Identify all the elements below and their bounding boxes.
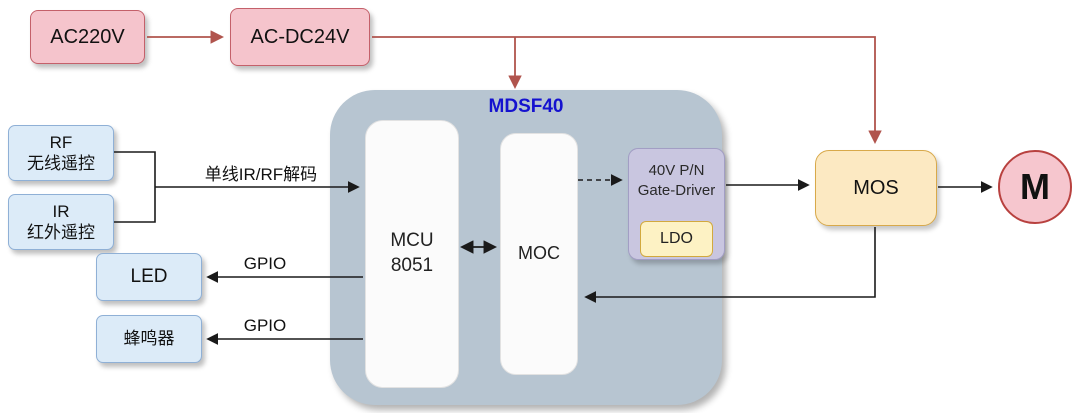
edge-rf-ir-junction <box>114 151 156 223</box>
ir-label-line1: IR <box>52 201 70 221</box>
led-block: LED <box>96 253 202 301</box>
mcu-block: MCU 8051 <box>365 120 459 388</box>
buzzer-block: 蜂鸣器 <box>96 315 202 363</box>
mdsf40-title: MDSF40 <box>488 96 564 117</box>
ac220v-label: AC220V <box>50 25 125 48</box>
rf-label-line1: RF <box>49 132 73 152</box>
moc-block: MOC <box>500 133 578 375</box>
ir-remote-block: IR 红外遥控 <box>8 194 114 250</box>
gate-driver-label-line2: Gate-Driver <box>637 182 716 200</box>
rf-remote-block: RF 无线遥控 <box>8 125 114 181</box>
motor-label: M <box>1020 166 1050 207</box>
mcu-label-line2: 8051 <box>390 255 434 276</box>
motor-node: M <box>998 150 1072 224</box>
buzzer-label: 蜂鸣器 <box>123 329 175 349</box>
led-label: LED <box>130 266 168 288</box>
gate-driver-label-line1: 40V P/N <box>648 162 705 179</box>
rf-label-line2: 无线遥控 <box>27 154 95 173</box>
mcu-label-line1: MCU <box>390 230 434 252</box>
gpio-led-label: GPIO <box>243 254 287 273</box>
acdc24v-block: AC-DC24V <box>230 8 370 66</box>
decode-edge-label: 单线IR/RF解码 <box>204 165 318 184</box>
ac220v-block: AC220V <box>30 10 145 64</box>
ldo-label: LDO <box>660 230 693 247</box>
ir-label-line2: 红外遥控 <box>27 223 95 242</box>
mos-label: MOS <box>853 176 899 199</box>
moc-label: MOC <box>518 243 560 264</box>
gpio-buzzer-label: GPIO <box>243 316 287 335</box>
acdc24v-label: AC-DC24V <box>250 25 350 48</box>
ldo-block: LDO <box>640 221 713 257</box>
mos-block: MOS <box>815 150 937 226</box>
